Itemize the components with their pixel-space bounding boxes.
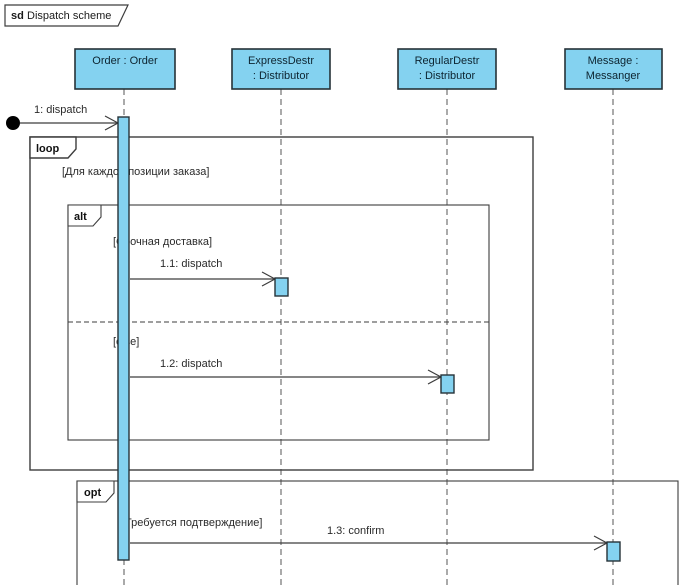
message-1-2-label: 1.2: dispatch — [160, 358, 222, 370]
name-tag-pentagon — [4, 4, 129, 27]
fragment-opt[interactable]: opt [Требуется подтверждение] — [76, 480, 679, 585]
activation-order[interactable] — [117, 116, 130, 561]
lifeline-order-head[interactable]: Order : Order — [74, 48, 176, 90]
initial-node[interactable] — [6, 116, 20, 130]
lifeline-express-name-line1: ExpressDestr — [248, 55, 314, 67]
diagram-keyword: sd — [11, 10, 24, 22]
lifeline-order-name: Order : Order — [92, 55, 158, 67]
lifeline-regular-head[interactable]: RegularDestr : Distributor — [397, 48, 497, 90]
message-1-2-dispatch[interactable]: 1.2: dispatch — [130, 358, 443, 385]
fragment-loop-pentagon — [29, 136, 77, 159]
fragment-alt-operator: alt — [74, 211, 87, 223]
fragment-alt-pentagon — [67, 204, 102, 227]
fragment-opt-operator: opt — [84, 487, 101, 499]
diagram-title: Dispatch scheme — [27, 10, 111, 22]
lifeline-express-head[interactable]: ExpressDestr : Distributor — [231, 48, 331, 90]
lifeline-express-name-line2: : Distributor — [253, 70, 310, 82]
message-1-label: 1: dispatch — [34, 104, 87, 116]
lifeline-message-name-line1: Message : — [588, 55, 639, 67]
diagram-title-tag: sd Dispatch scheme — [4, 4, 129, 27]
fragment-opt-guard: [Требуется подтверждение] — [122, 517, 262, 529]
fragment-loop-operator: loop — [36, 143, 59, 155]
fragment-alt-guard-urgent: [Срочная доставка] — [113, 236, 212, 248]
lifeline-message-head[interactable]: Message : Messanger — [564, 48, 663, 90]
activation-regular[interactable] — [440, 374, 455, 394]
activation-express[interactable] — [274, 277, 289, 297]
fragment-opt-pentagon — [76, 480, 115, 503]
fragment-loop[interactable]: loop [Для каждой позиции заказа] — [29, 136, 534, 471]
fragment-loop-guard: [Для каждой позиции заказа] — [62, 166, 209, 178]
message-1-1-label: 1.1: dispatch — [160, 258, 222, 270]
lifeline-regular-name-line1: RegularDestr — [415, 55, 480, 67]
activation-message[interactable] — [606, 541, 621, 562]
message-1-3-label: 1.3: confirm — [327, 525, 384, 537]
message-1-1-dispatch[interactable]: 1.1: dispatch — [130, 258, 277, 287]
message-1-dispatch[interactable]: 1: dispatch — [6, 104, 120, 131]
lifeline-message-name-line2: Messanger — [586, 70, 641, 82]
lifeline-regular-name-line2: : Distributor — [419, 70, 476, 82]
fragment-alt[interactable]: alt [Срочная доставка] [else] — [67, 204, 490, 441]
